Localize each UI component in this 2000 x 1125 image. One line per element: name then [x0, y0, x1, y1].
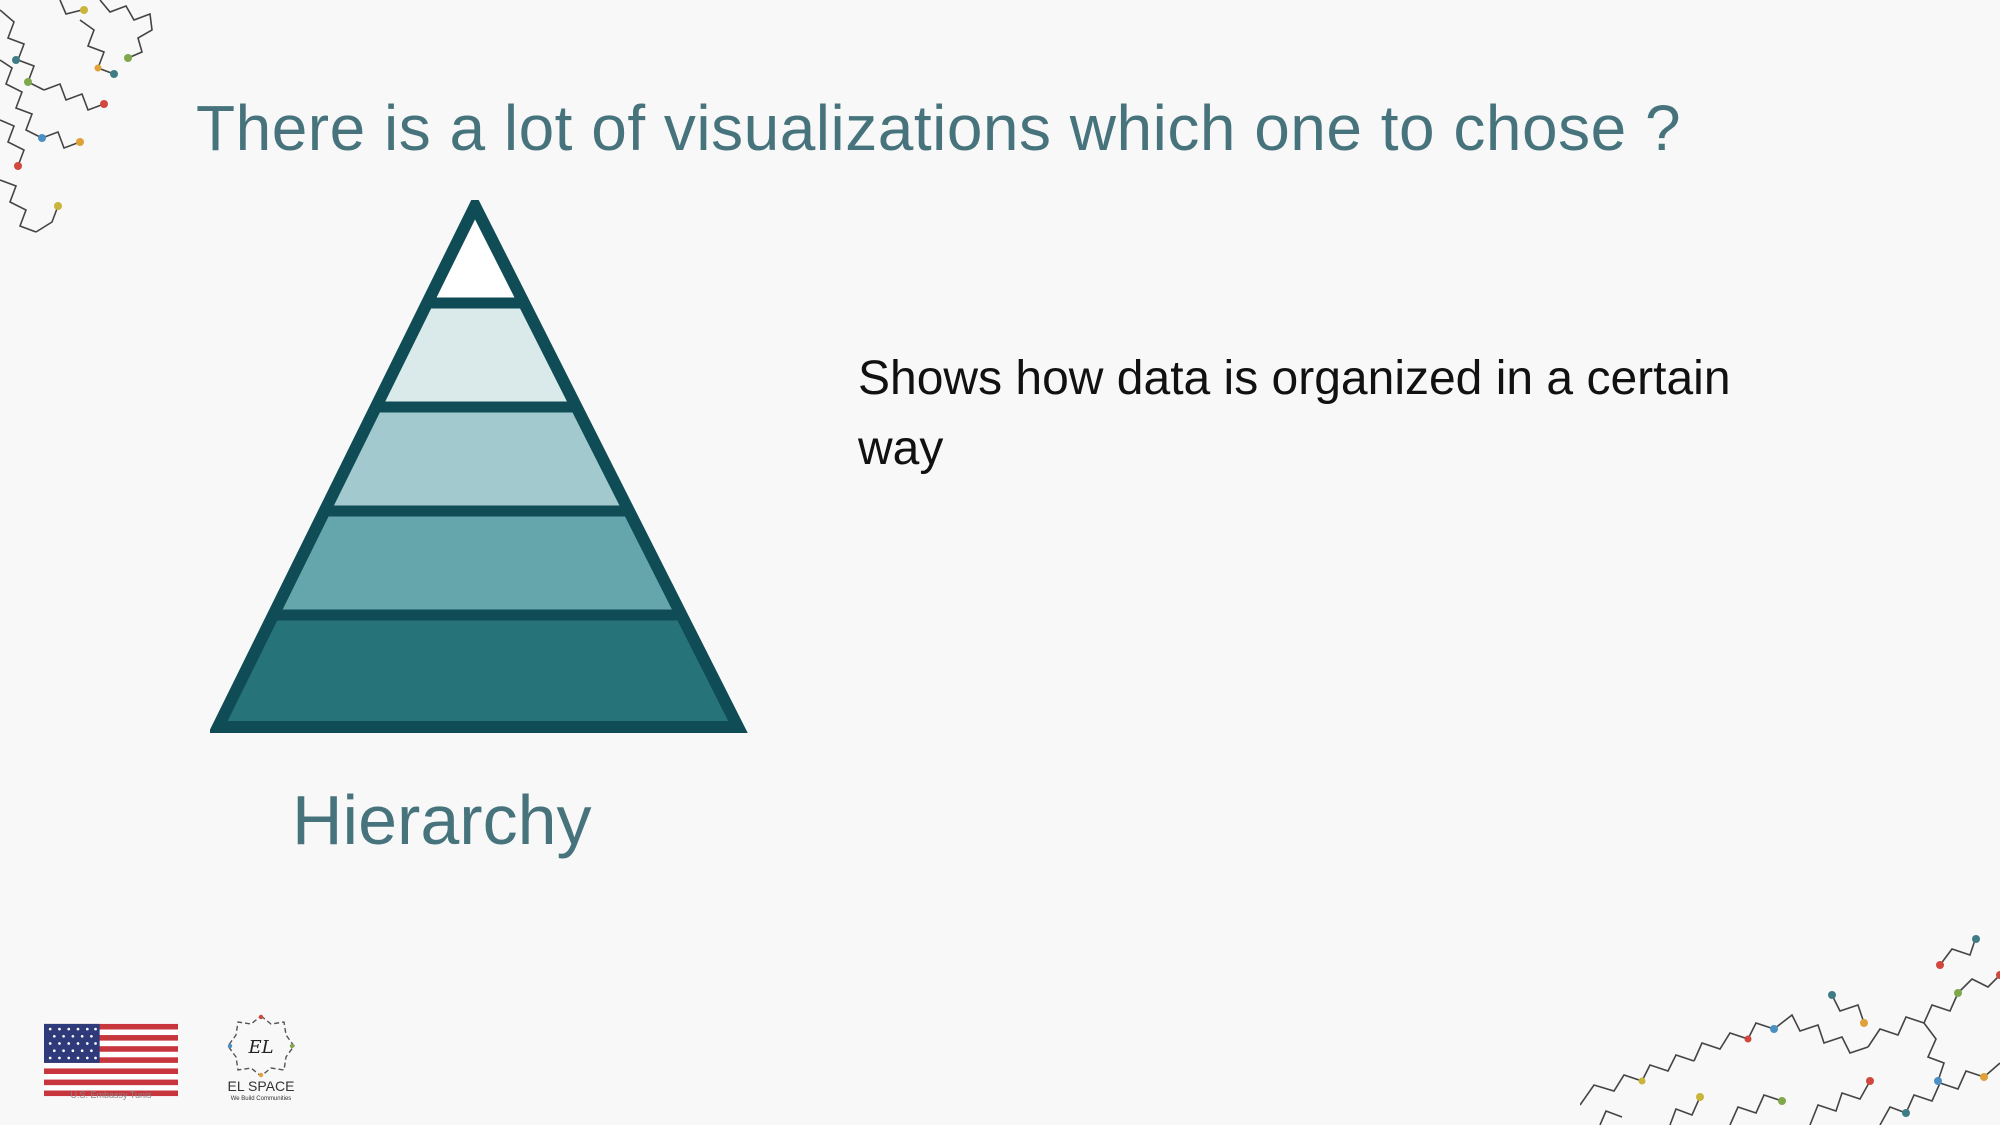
- decorative-pattern-bottom-right: [1580, 935, 2000, 1125]
- el-space-name: EL SPACE: [227, 1078, 295, 1094]
- decorative-pattern-top-left: [0, 0, 153, 233]
- pyramid-level-3: [324, 407, 629, 511]
- us-flag-logo: [44, 1023, 178, 1097]
- hierarchy-pyramid: [210, 200, 748, 733]
- pyramid-level-5: [218, 615, 738, 727]
- pyramid-level-2: [375, 303, 577, 407]
- el-space-logo: EL: [227, 1014, 295, 1078]
- description-text: Shows how data is organized in a certain…: [858, 352, 1731, 475]
- el-space-tagline: We Build Communities: [230, 1096, 292, 1102]
- pyramid-outline: [210, 200, 748, 733]
- slide-title: There is a lot of visualizations which o…: [196, 92, 1682, 164]
- pyramid-label: Hierarchy: [292, 781, 592, 859]
- el-monogram: EL: [247, 1037, 273, 1058]
- pyramid-level-1: [427, 206, 524, 303]
- flag-caption: U.S. Embassy Tunis: [70, 1090, 152, 1100]
- pyramid-level-4: [273, 511, 682, 615]
